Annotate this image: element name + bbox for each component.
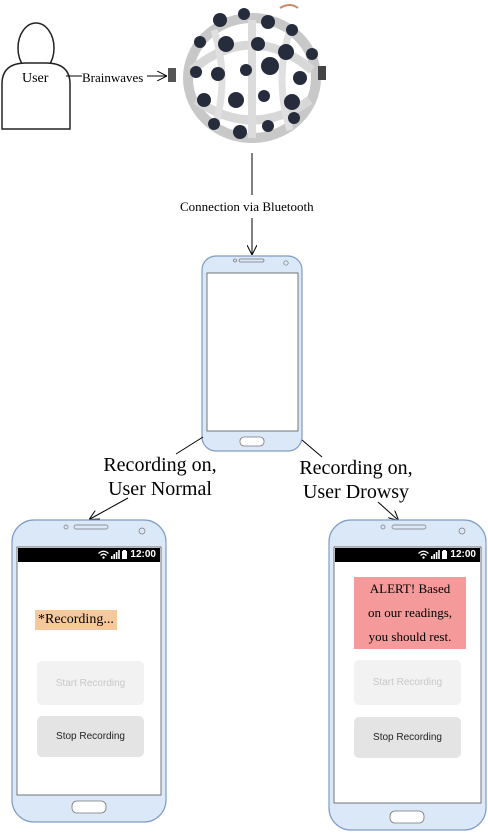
wifi-icon (98, 550, 110, 559)
stop-recording-button[interactable]: Stop Recording (37, 716, 144, 757)
alert-line-3: you should rest. (368, 629, 452, 644)
signal-icon (111, 550, 121, 559)
start-recording-button[interactable]: Start Recording (354, 660, 461, 705)
phone-center (201, 255, 303, 452)
status-time: 12:00 (450, 549, 476, 560)
start-recording-button[interactable]: Start Recording (37, 661, 144, 705)
phone-normal-screen: 12:00 *Recording... Start Recording Stop… (18, 548, 160, 794)
branch-normal-line2: User Normal (108, 478, 212, 500)
user-label: User (22, 71, 49, 86)
branch-left-arrow (90, 497, 129, 519)
status-time: 12:00 (130, 549, 156, 560)
signal-icon (431, 550, 441, 559)
phone-drowsy-screen: 12:00 ALERT! Based on our readings, you … (335, 548, 480, 802)
status-bar: 12:00 (18, 548, 160, 562)
bluetooth-label: Connection via Bluetooth (180, 199, 314, 214)
wifi-icon (418, 550, 430, 559)
branch-right-arrow (377, 501, 398, 520)
battery-icon (122, 550, 128, 559)
branch-normal-label: Recording on, User Normal (80, 453, 240, 501)
branch-left-connector (175, 436, 204, 455)
branch-drowsy-line1: Recording on, (299, 457, 413, 479)
alert-line-1: ALERT! Based (369, 581, 451, 596)
stop-recording-button[interactable]: Stop Recording (354, 717, 461, 758)
branch-drowsy-label: Recording on, User Drowsy (276, 456, 436, 504)
branch-right-connector (301, 439, 323, 458)
eeg-headset-icon (168, 4, 326, 143)
brainwaves-label: Brainwaves (82, 70, 144, 85)
recording-status: *Recording... (35, 610, 117, 630)
battery-icon (442, 550, 448, 559)
branch-drowsy-line2: User Drowsy (302, 481, 410, 503)
user-icon (1, 22, 71, 130)
drowsy-alert: ALERT! Based on our readings, you should… (354, 577, 466, 649)
branch-normal-line1: Recording on, (103, 454, 217, 476)
status-bar: 12:00 (335, 548, 480, 562)
alert-line-2: on our readings, (367, 605, 453, 620)
